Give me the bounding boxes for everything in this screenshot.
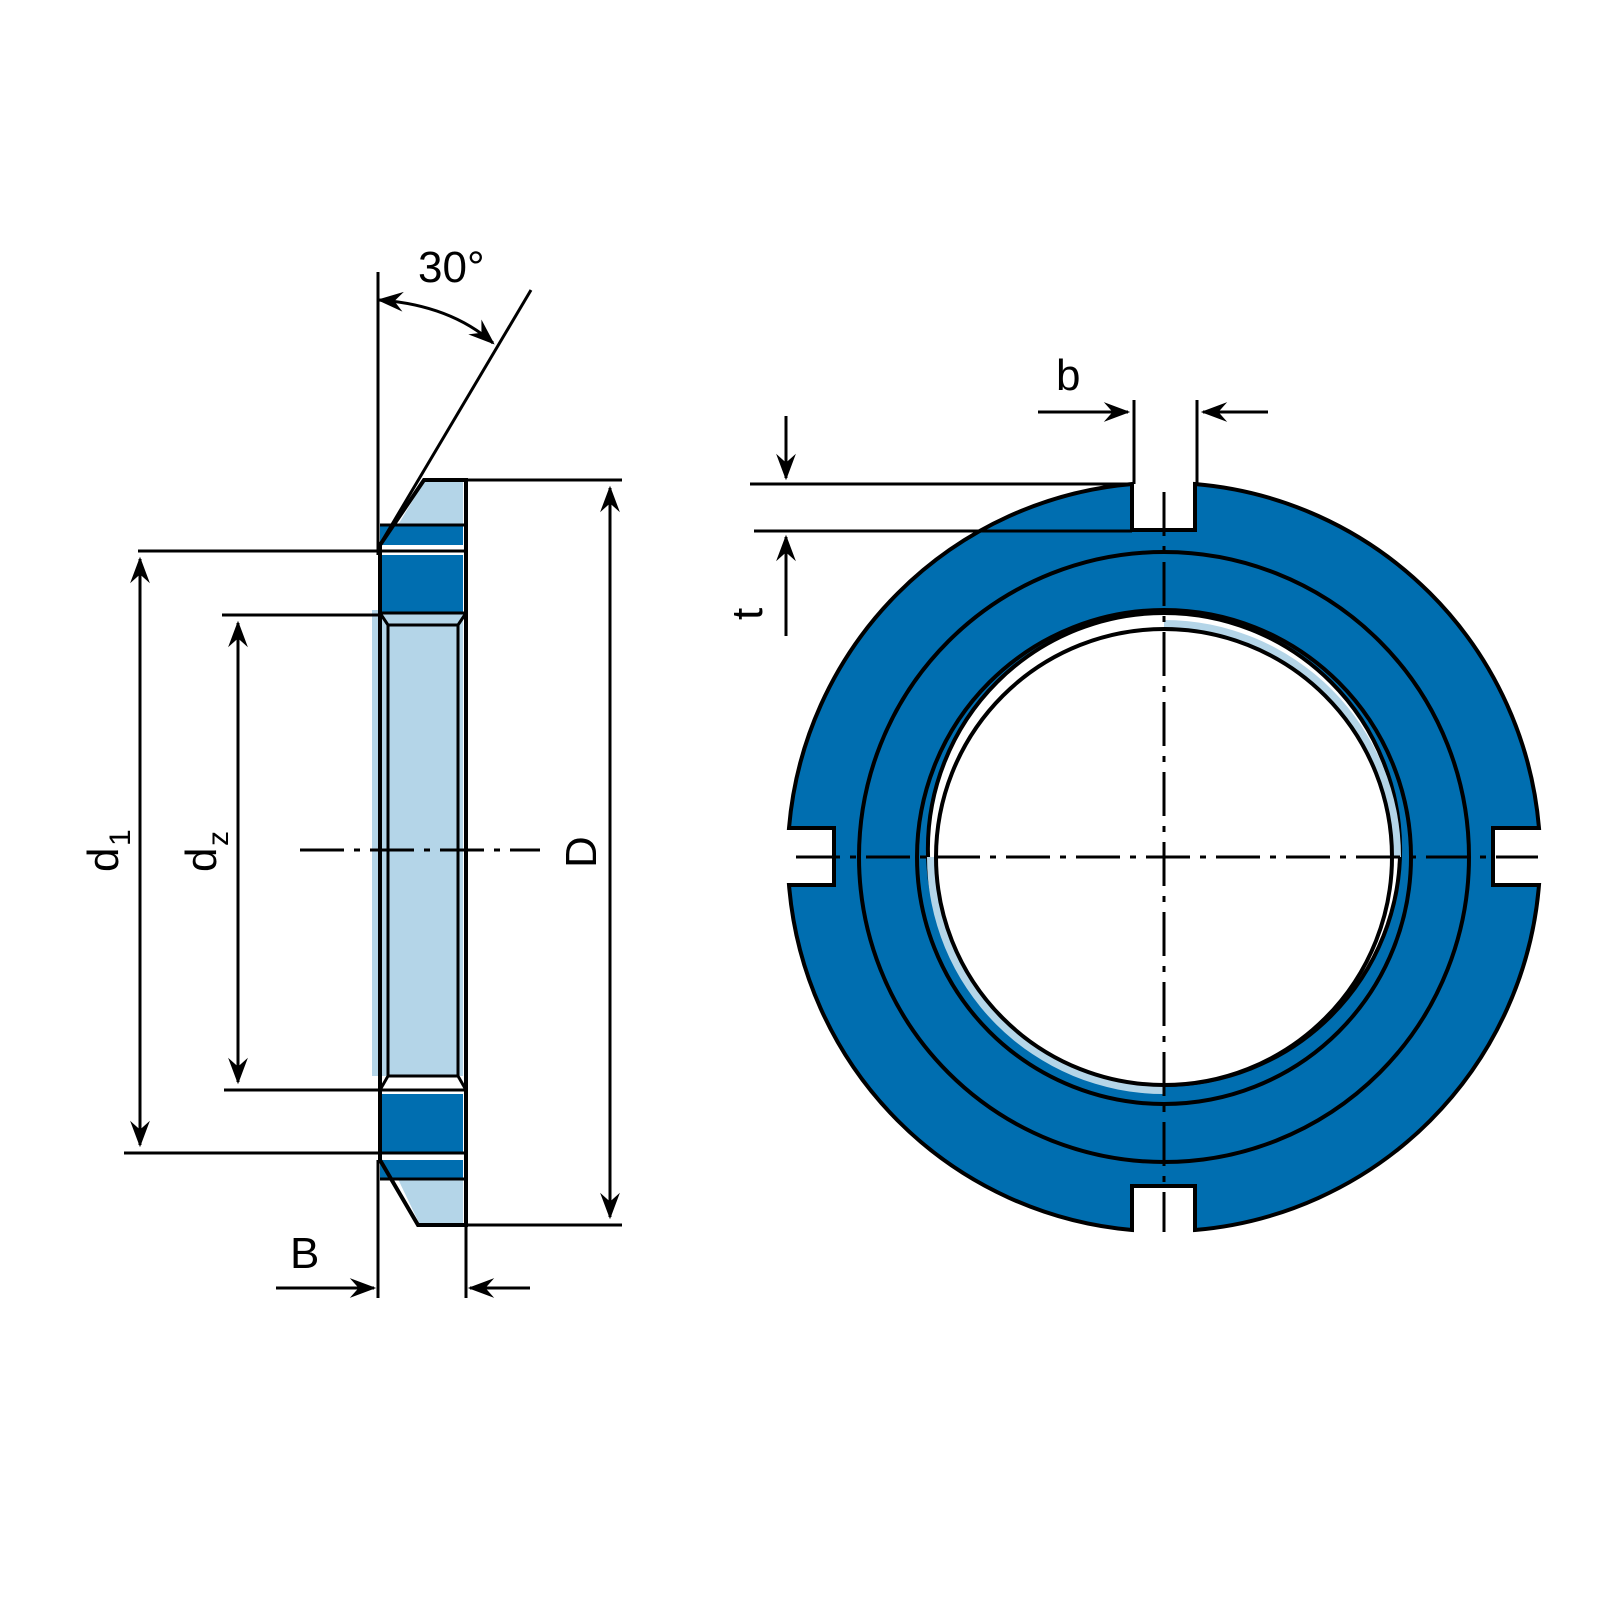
dim-dz (222, 613, 380, 1092)
dim-D (466, 478, 622, 1227)
svg-text:d: d (79, 848, 128, 872)
dim-t-label: t (723, 608, 772, 620)
svg-text:d: d (177, 848, 226, 872)
dim-B (276, 1160, 530, 1298)
dim-b-label: b (1056, 351, 1080, 400)
dim-t (750, 416, 1132, 636)
svg-text:1: 1 (104, 829, 137, 846)
side-view: 30° D d 1 d z (79, 243, 622, 1298)
upper-dark-block (380, 555, 463, 613)
dim-b (1038, 400, 1268, 484)
dim-d1-label: d 1 (79, 829, 137, 872)
upper-chamfer (398, 480, 463, 525)
angle-chamfer-extension (376, 289, 533, 549)
dim-B-label: B (290, 1229, 319, 1278)
angle-arc (376, 291, 495, 345)
svg-text:z: z (202, 831, 235, 846)
dim-D-label: D (557, 836, 606, 868)
angle-label: 30° (418, 243, 485, 292)
lower-dark-band (380, 1160, 463, 1180)
lower-dark-block (380, 1094, 463, 1154)
dim-dz-label: d z (177, 831, 235, 872)
front-view: b t (723, 351, 1542, 1233)
upper-dark-band (380, 525, 463, 545)
lower-chamfer (398, 1179, 463, 1225)
dim-d1 (124, 549, 380, 1155)
thread-lines (378, 523, 468, 1181)
thread-bore-section (372, 610, 463, 1076)
